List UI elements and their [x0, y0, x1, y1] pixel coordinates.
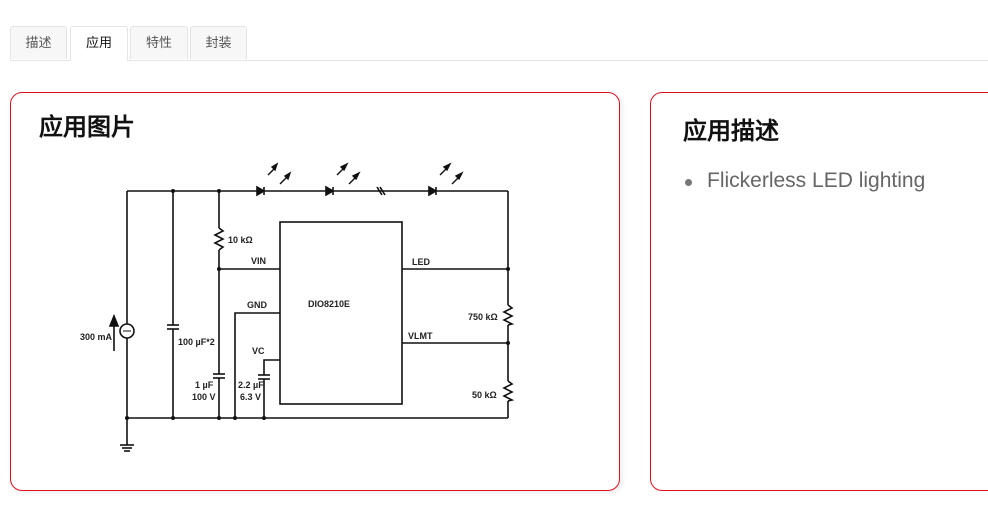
label-vc-cap-1: 2.2 µF: [238, 380, 264, 390]
resistor-10k-icon: [213, 227, 225, 251]
label-r-top: 10 kΩ: [228, 235, 253, 245]
label-vlmt: VLMT: [408, 331, 433, 341]
card-title: 应用图片: [39, 113, 135, 141]
break-icon: [376, 186, 386, 196]
tab-application[interactable]: 应用: [70, 26, 128, 61]
bullet-icon: [685, 179, 692, 186]
led-3-icon: [428, 185, 438, 197]
label-led: LED: [412, 257, 431, 267]
chip-block: [279, 221, 403, 405]
led-1-icon: [256, 185, 266, 197]
application-description-card: 应用描述 Flickerless LED lighting: [650, 92, 988, 491]
junction-dots: [125, 189, 510, 420]
tab-description[interactable]: 描述: [10, 26, 67, 59]
label-r-div-top: 750 kΩ: [468, 312, 498, 322]
label-in-cap-1: 1 µF: [195, 380, 214, 390]
tab-package[interactable]: 封装: [190, 26, 247, 59]
label-bulk-cap: 100 µF*2: [178, 337, 215, 347]
card-title: 应用描述: [683, 117, 779, 145]
led-2-icon: [325, 185, 335, 197]
label-source: 300 mA: [80, 332, 113, 342]
list-item: Flickerless LED lighting: [685, 169, 926, 193]
label-chip: DIO8210E: [308, 299, 350, 309]
label-gnd: GND: [247, 300, 268, 310]
label-in-cap-2: 100 V: [192, 392, 216, 402]
resistor-750k-icon: [502, 304, 515, 326]
light-arrows-icon: [267, 162, 464, 185]
circuit-schematic: 10 kΩ VIN GND VC DIO8210E LED VLMT 750 k…: [80, 162, 515, 452]
tab-features[interactable]: 特性: [130, 26, 188, 59]
description-list: Flickerless LED lighting: [685, 169, 926, 193]
label-vc-cap-2: 6.3 V: [240, 392, 261, 402]
ground-icon: [120, 444, 134, 452]
label-r-div-bottom: 50 kΩ: [472, 390, 497, 400]
gnd-wire: [234, 312, 280, 418]
label-vc: VC: [252, 346, 265, 356]
label-vin: VIN: [251, 256, 266, 266]
tab-bar: 描述 应用 特性 封装: [10, 26, 988, 61]
resistor-50k-icon: [502, 380, 515, 402]
application-image-card: 应用图片: [10, 92, 620, 491]
list-item-text: Flickerless LED lighting: [707, 169, 926, 192]
